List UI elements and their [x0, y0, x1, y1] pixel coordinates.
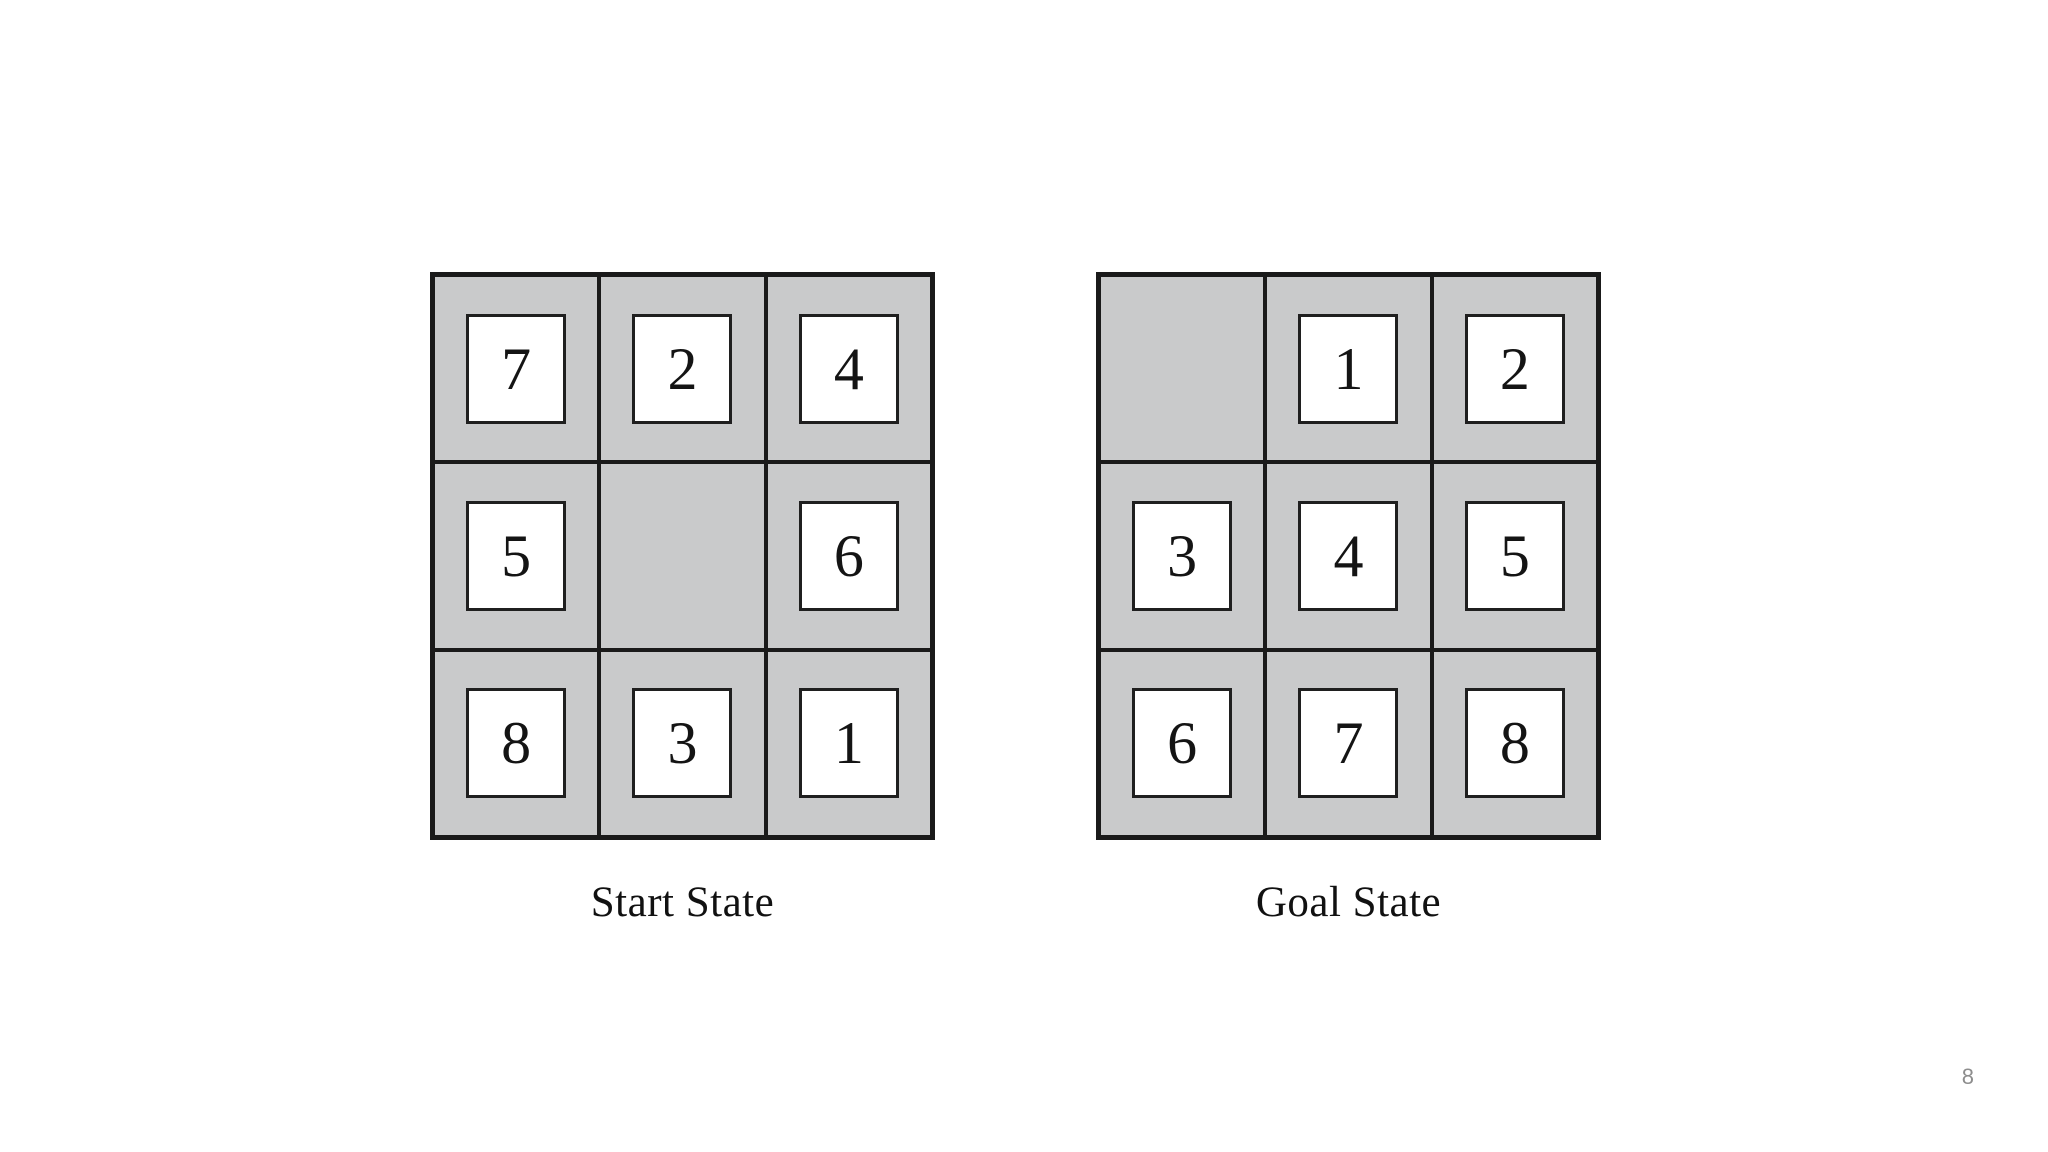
start-state-caption: Start State	[590, 879, 775, 926]
goal-tile-r2c0: 6	[1132, 688, 1233, 799]
start-tile-r1c0: 5	[466, 500, 567, 611]
goal-cell-r0c2[interactable]: 2	[1433, 277, 1596, 461]
goal-tile-r1c2: 5	[1464, 500, 1565, 611]
goal-cell-r0c0-blank[interactable]	[1101, 277, 1264, 461]
goal-tile-r2c2: 8	[1464, 688, 1565, 799]
goal-cell-r0c1[interactable]: 1	[1267, 277, 1430, 461]
goal-cell-r2c0[interactable]: 6	[1101, 651, 1264, 835]
start-tile-r0c2: 4	[798, 313, 899, 424]
goal-cell-r1c0[interactable]: 3	[1101, 464, 1264, 648]
start-tile-r0c1: 2	[632, 313, 733, 424]
goal-state-grid: 1 2 3 4 5 6 7 8	[1096, 272, 1601, 840]
goal-tile-r2c1: 7	[1298, 688, 1399, 799]
start-state-grid: 7 2 4 5 6 8 3 1	[430, 272, 935, 840]
start-tile-r2c1: 3	[632, 688, 733, 799]
page-number: 8	[1961, 1064, 1974, 1089]
start-cell-r0c2[interactable]: 4	[767, 277, 930, 461]
goal-state-block: 1 2 3 4 5 6 7 8 Goal State	[1096, 272, 1601, 927]
start-tile-r2c0: 8	[466, 688, 567, 799]
goal-tile-r0c2: 2	[1464, 313, 1565, 424]
start-cell-r0c0[interactable]: 7	[435, 277, 598, 461]
start-tile-r1c2: 6	[798, 500, 899, 611]
start-tile-r0c0: 7	[466, 313, 567, 424]
goal-tile-r1c0: 3	[1132, 500, 1233, 611]
start-cell-r1c0[interactable]: 5	[435, 464, 598, 648]
goal-cell-r1c2[interactable]: 5	[1433, 464, 1596, 648]
goal-state-caption: Goal State	[1255, 879, 1442, 926]
start-cell-r2c1[interactable]: 3	[601, 651, 764, 835]
start-state-block: 7 2 4 5 6 8 3 1	[430, 272, 935, 927]
goal-tile-r0c1: 1	[1298, 313, 1399, 424]
start-cell-r1c2[interactable]: 6	[767, 464, 930, 648]
start-tile-r2c2: 1	[798, 688, 899, 799]
goal-cell-r2c2[interactable]: 8	[1433, 651, 1596, 835]
goal-cell-r2c1[interactable]: 7	[1267, 651, 1430, 835]
start-cell-r1c1-blank[interactable]	[601, 464, 764, 648]
goal-tile-r1c1: 4	[1298, 500, 1399, 611]
start-cell-r2c0[interactable]: 8	[435, 651, 598, 835]
start-cell-r0c1[interactable]: 2	[601, 277, 764, 461]
goal-cell-r1c1[interactable]: 4	[1267, 464, 1430, 648]
start-cell-r2c2[interactable]: 1	[767, 651, 930, 835]
